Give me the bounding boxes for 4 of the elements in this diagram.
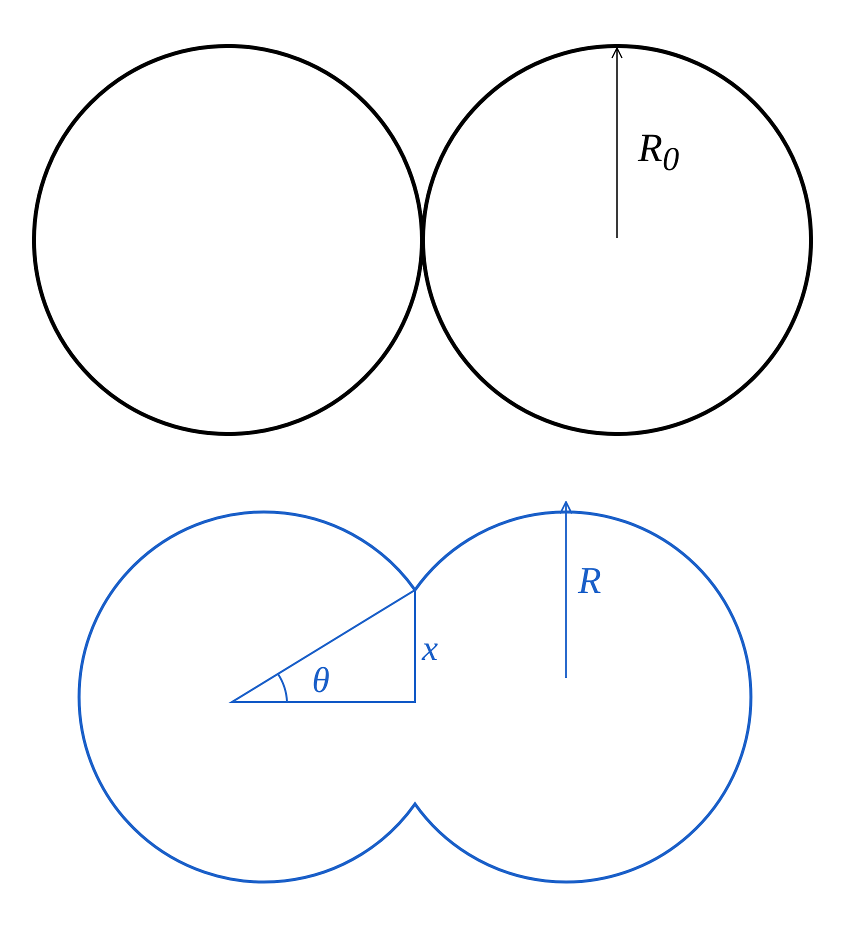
variable-label: x: [422, 630, 438, 666]
variable-label: R$_{0}$: [638, 128, 680, 176]
variable-label: θ: [312, 662, 330, 698]
variable-label: R: [578, 562, 602, 600]
